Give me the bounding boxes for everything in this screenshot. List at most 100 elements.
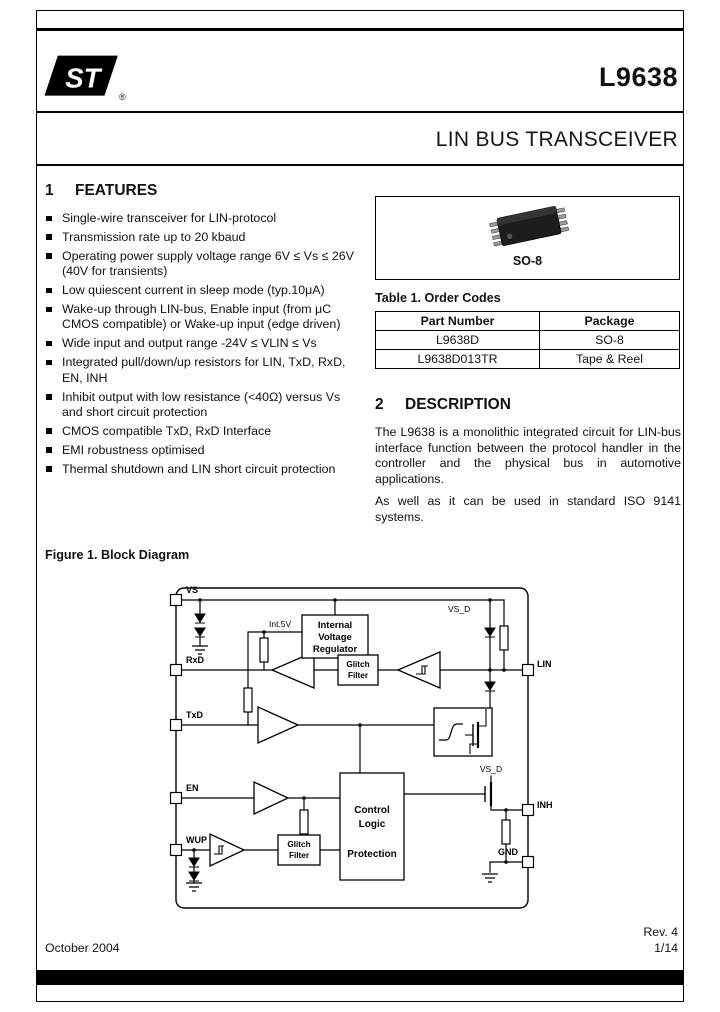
int5v-label: Int.5V bbox=[269, 619, 292, 629]
resistor-symbols bbox=[243, 625, 511, 845]
pin-gnd bbox=[521, 855, 535, 869]
control-line1: Control bbox=[354, 805, 390, 816]
st-logo-shape bbox=[44, 55, 118, 96]
pin-label-rxd: RxD bbox=[186, 655, 205, 665]
control-logic-box bbox=[339, 772, 405, 881]
cell-package: Tape & Reel bbox=[538, 349, 681, 369]
pin-label-wup: WUP bbox=[186, 835, 207, 845]
footer-date: October 2004 bbox=[45, 941, 120, 955]
pin-rxd bbox=[169, 663, 183, 677]
pin-label-lin: LIN bbox=[537, 659, 552, 669]
pin-label-txd: TxD bbox=[186, 710, 204, 720]
voltage-regulator-box bbox=[301, 614, 369, 659]
st-logo: ST bbox=[44, 55, 118, 96]
glitch-filter-labels: Glitch Filter Glitch Filter bbox=[287, 660, 369, 860]
pin-label-en: EN bbox=[186, 783, 199, 793]
description-heading: 2 DESCRIPTION bbox=[375, 396, 681, 414]
package-name: SO-8 bbox=[512, 254, 543, 268]
description-section: 2 DESCRIPTION The L9638 is a monolithic … bbox=[375, 396, 681, 533]
features-heading: 1 FEATURES bbox=[45, 182, 365, 200]
col-header-package: Package bbox=[538, 311, 681, 331]
col-header-part-number: Part Number bbox=[375, 311, 540, 331]
txd-buffer bbox=[257, 705, 300, 745]
block-diagram: VS RxD TxD EN WUP LIN INH GND Int.5V VS_… bbox=[169, 585, 553, 909]
pin-labels: VS RxD TxD EN WUP LIN INH GND bbox=[186, 585, 553, 857]
so8-package-image bbox=[489, 206, 570, 247]
pin-vs bbox=[169, 593, 183, 607]
lin-driver-box bbox=[433, 707, 493, 757]
features-section: 1 FEATURES Single-wire transceiver for L… bbox=[45, 182, 365, 481]
feature-item: Thermal shutdown and LIN short circuit p… bbox=[45, 462, 363, 477]
glitch2-line2: Filter bbox=[289, 851, 310, 860]
pin-label-inh: INH bbox=[537, 800, 553, 810]
feature-item: Wake-up through LIN-bus, Enable input (f… bbox=[45, 302, 363, 333]
regulator-line1: Internal bbox=[318, 620, 352, 631]
feature-item: Inhibit output with low resistance (<40Ω… bbox=[45, 390, 363, 421]
feature-item: EMI robustness optimised bbox=[45, 443, 363, 458]
pin-label-gnd: GND bbox=[498, 847, 519, 857]
pin-lin bbox=[521, 663, 535, 677]
glitch1-line2: Filter bbox=[348, 671, 369, 680]
en-buffer bbox=[253, 780, 290, 816]
pin-inh bbox=[521, 803, 535, 817]
control-line2: Logic bbox=[359, 819, 386, 830]
regulator-label: Internal Voltage Regulator bbox=[313, 620, 358, 655]
page-border-frame bbox=[36, 10, 684, 1002]
feature-item: CMOS compatible TxD, RxD Interface bbox=[45, 424, 363, 439]
st-logo-text: ST bbox=[65, 62, 102, 93]
pin-wup bbox=[169, 843, 183, 857]
pin-txd bbox=[169, 718, 183, 732]
feature-item: Single-wire transceiver for LIN-protocol bbox=[45, 211, 363, 226]
cell-package: SO-8 bbox=[538, 330, 681, 350]
table-header-row: Part Number Package bbox=[375, 311, 681, 331]
control-line3: Protection bbox=[347, 849, 396, 860]
order-table-title: Table 1. Order Codes bbox=[375, 291, 501, 305]
chip-outline bbox=[175, 587, 529, 909]
labelled-boxes bbox=[277, 614, 405, 881]
feature-item: Wide input and output range -24V ≤ VLIN … bbox=[45, 336, 363, 351]
glitch-filter-box-wup bbox=[277, 834, 321, 866]
wup-schmitt-buffer bbox=[209, 832, 246, 868]
section-title: DESCRIPTION bbox=[405, 396, 511, 413]
figure-caption: Figure 1. Block Diagram bbox=[45, 548, 190, 562]
pin-en bbox=[169, 791, 183, 805]
glitch2-line1: Glitch bbox=[287, 840, 310, 849]
feature-item: Transmission rate up to 20 kbaud bbox=[45, 230, 363, 245]
regulator-line2: Voltage bbox=[318, 632, 352, 643]
registered-mark: ® bbox=[119, 92, 126, 102]
inh-mosfet bbox=[484, 782, 493, 806]
footer-revision: Rev. 4 bbox=[643, 925, 678, 939]
page-title: LIN BUS TRANSCEIVER bbox=[435, 128, 678, 151]
section-number: 1 bbox=[45, 182, 54, 199]
feature-item: Integrated pull/down/up resistors for LI… bbox=[45, 355, 363, 386]
top-rule bbox=[36, 28, 684, 31]
table-row: L9638D013TR Tape & Reel bbox=[375, 349, 681, 369]
footer-page-number: 1/14 bbox=[654, 941, 678, 955]
cell-part-number: L9638D013TR bbox=[375, 349, 540, 369]
section-title: FEATURES bbox=[75, 182, 158, 199]
schmitt-symbols bbox=[214, 665, 428, 855]
glitch1-line1: Glitch bbox=[346, 660, 369, 669]
header-rule bbox=[36, 111, 684, 113]
net-labels: Int.5V VS_D VS_D bbox=[269, 604, 502, 774]
regulator-line3: Regulator bbox=[313, 644, 358, 655]
glitch-filter-box-rxd bbox=[337, 654, 379, 686]
buffer-triangles bbox=[209, 651, 441, 868]
lin-comparator bbox=[396, 651, 441, 689]
description-paragraph: The L9638 is a monolithic integrated cir… bbox=[375, 425, 681, 486]
footer-bar bbox=[36, 970, 684, 985]
table-row: L9638D SO-8 bbox=[375, 330, 681, 350]
cell-part-number: L9638D bbox=[375, 330, 540, 350]
order-codes-table: Part Number Package L9638D SO-8 L9638D01… bbox=[375, 311, 681, 369]
control-logic-label: Control Logic Protection bbox=[347, 805, 396, 860]
lin-driver-symbols bbox=[439, 709, 487, 754]
vsd-top-label: VS_D bbox=[448, 604, 470, 614]
pin-label-vs: VS bbox=[186, 585, 198, 595]
part-number: L9638 bbox=[598, 62, 678, 92]
features-list: Single-wire transceiver for LIN-protocol… bbox=[45, 211, 363, 477]
chip-pins bbox=[169, 593, 535, 869]
junction-dots bbox=[192, 598, 508, 864]
rxd-buffer bbox=[270, 651, 315, 689]
description-paragraph: As well as it can be used in standard IS… bbox=[375, 494, 681, 524]
